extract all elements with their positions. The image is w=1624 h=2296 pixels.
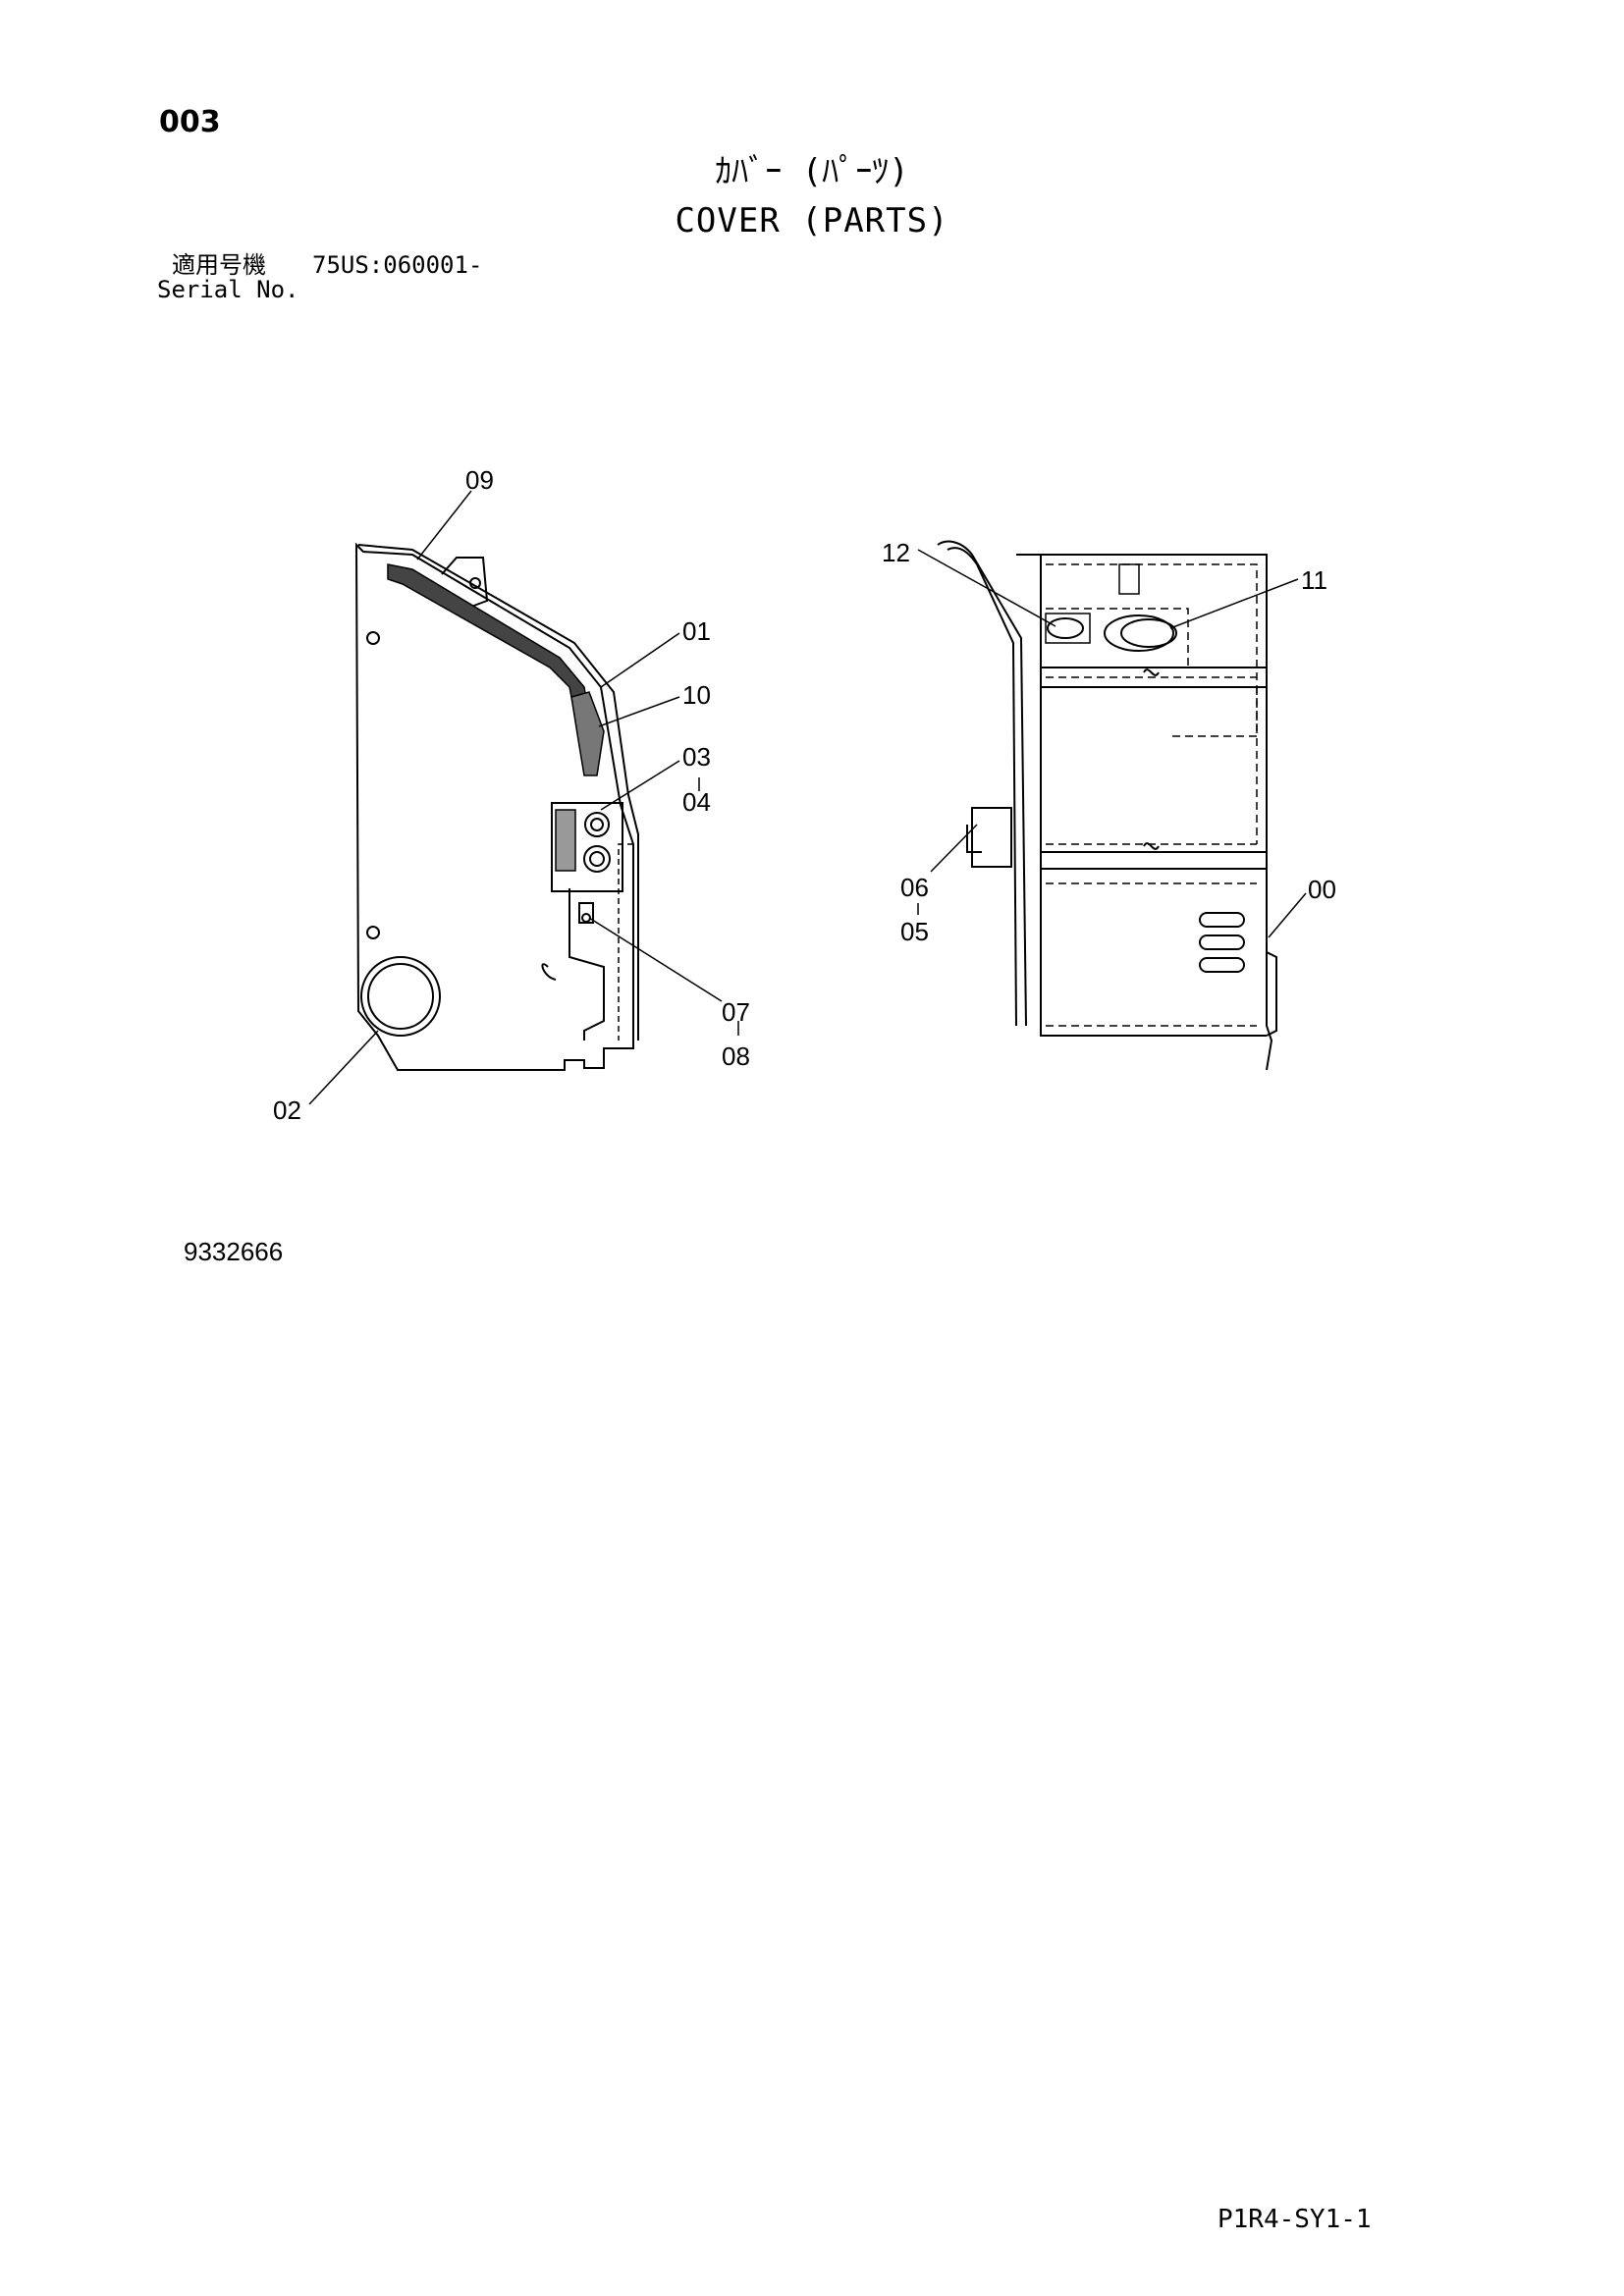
seal-strip — [387, 563, 595, 747]
callout-09: 09 — [465, 465, 494, 495]
reservoir-ellipse — [1104, 614, 1174, 652]
latch-plate — [551, 802, 623, 892]
page-code: P1R4-SY1-1 — [1218, 2205, 1372, 2234]
callout-11: 11 — [1301, 565, 1327, 595]
serial-number-value: 75US:060001- — [312, 251, 483, 279]
callout-03: 03 — [682, 742, 711, 772]
leader-10 — [598, 696, 680, 727]
callout-01: 01 — [682, 616, 711, 646]
leader-01 — [600, 632, 680, 688]
leader-02 — [308, 1030, 379, 1105]
leader-00 — [1268, 892, 1307, 938]
grommet-outer — [360, 956, 441, 1037]
small-clip-screw — [581, 913, 591, 923]
hidden-upper-box — [1046, 563, 1258, 737]
callout-06: 06 — [900, 873, 929, 902]
break-mark-upper — [1143, 668, 1160, 676]
lower-bracket — [568, 888, 605, 1041]
callout-labels: 09 01 10 03 04 07 08 02 12 11 06 05 00 — [273, 465, 1336, 1125]
latch-bolt-lower-inner — [589, 851, 605, 867]
drawing-number: 9332666 — [184, 1237, 284, 1266]
leader-06 — [930, 824, 978, 873]
page-title-japanese: ｶﾊﾞｰ (ﾊﾟｰﾂ) — [715, 152, 909, 191]
hook-loop — [541, 963, 557, 981]
callout-12: 12 — [882, 538, 910, 567]
callout-05: 05 — [900, 917, 929, 946]
grommet-inner — [367, 963, 434, 1030]
main-box-right — [1016, 554, 1273, 1071]
inner-hidden-edge — [618, 843, 633, 1041]
latch-bolt-upper — [584, 812, 610, 837]
mounting-tab — [441, 557, 489, 608]
side-panel-outline — [354, 542, 634, 1071]
tab-hole — [469, 577, 481, 589]
reservoir-cap-ellipse — [1120, 618, 1177, 648]
serial-label-japanese: 適用号機 — [172, 251, 266, 279]
latch-hinge — [555, 809, 576, 872]
insulation-pad — [570, 691, 605, 776]
callout-04: 04 — [682, 787, 711, 817]
panel-hole-upper — [366, 631, 380, 645]
serial-label-english: Serial No. — [157, 276, 299, 303]
top-edge-strip — [357, 544, 639, 1041]
vent-slot-3 — [1199, 957, 1245, 973]
left-cover-view — [308, 490, 739, 1105]
vent-slot-1 — [1199, 912, 1245, 928]
break-mark-lower — [1143, 842, 1160, 850]
side-catch-hook — [966, 825, 982, 853]
curved-rail-inner — [947, 547, 1017, 1027]
latch-bolt-upper-inner — [590, 818, 604, 831]
main-box-left-bottom — [1040, 555, 1267, 1037]
callout-02: 02 — [273, 1095, 301, 1125]
filler-neck-ellipse — [1047, 617, 1084, 639]
callout-08: 08 — [722, 1041, 750, 1071]
page-number: 003 — [159, 105, 221, 139]
filler-bracket — [1045, 613, 1091, 644]
top-fitting — [1118, 563, 1140, 595]
leader-09 — [416, 490, 472, 561]
panel-hole-lower — [366, 926, 380, 939]
leader-12 — [917, 549, 1056, 627]
leader-03 — [600, 760, 680, 811]
side-catch-plate — [971, 807, 1012, 868]
hidden-tank-box — [1046, 608, 1189, 667]
latch-bolt-lower — [583, 845, 611, 873]
callout-00: 00 — [1308, 875, 1336, 904]
page-title-english: COVER (PARTS) — [675, 201, 949, 240]
leader-07 — [588, 917, 723, 1002]
right-cover-view — [917, 540, 1307, 1071]
leader-11 — [1169, 578, 1299, 629]
curved-rail-outer — [937, 540, 1027, 1027]
callout-07: 07 — [722, 997, 750, 1027]
callout-10: 10 — [682, 680, 711, 710]
vent-slot-2 — [1199, 934, 1245, 950]
right-flange — [1266, 951, 1277, 1037]
